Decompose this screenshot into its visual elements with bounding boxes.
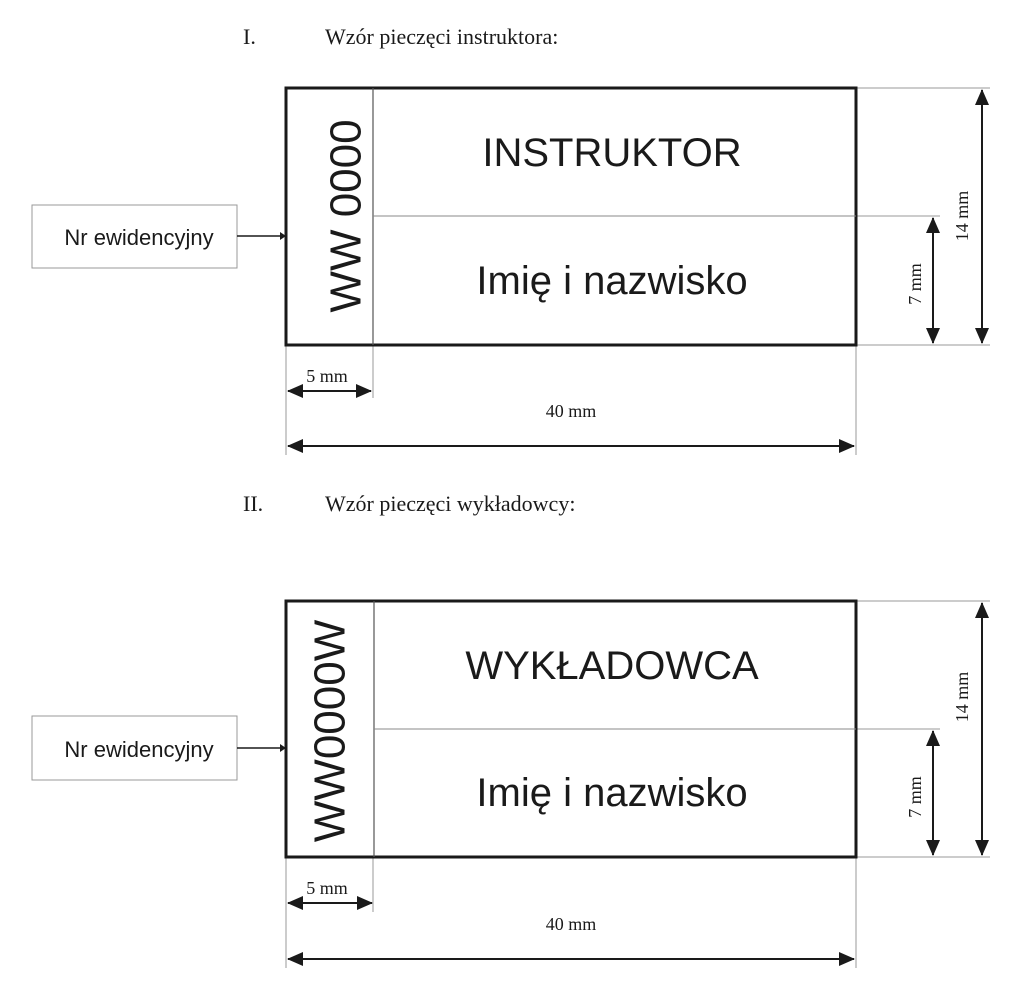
stamp-name-placeholder: Imię i nazwisko	[476, 259, 747, 303]
dimension-total-width: 40 mm	[287, 914, 855, 966]
section-heading: Wzór pieczęci instruktora:	[325, 24, 558, 49]
callout-label: Nr ewidencyjny	[64, 225, 213, 250]
stamp-name-placeholder: Imię i nazwisko	[476, 771, 747, 815]
stamp-title: WYKŁADOWCA	[465, 644, 759, 688]
dimension-label: 14 mm	[952, 672, 972, 723]
stamp-id-number: WW 0000	[322, 119, 371, 312]
dimension-id-width: 5 mm	[287, 366, 372, 398]
dimension-half-height: 7 mm	[905, 217, 940, 344]
dimension-label: 14 mm	[952, 191, 972, 242]
dimension-label: 5 mm	[306, 366, 348, 386]
section-numeral: I.	[243, 24, 256, 49]
stamp-title: INSTRUKTOR	[482, 131, 741, 175]
callout-label: Nr ewidencyjny	[64, 737, 213, 762]
section-heading: Wzór pieczęci wykładowcy:	[325, 491, 575, 516]
id-number-callout: Nr ewidencyjny	[31, 204, 286, 269]
dimension-total-height: 14 mm	[952, 602, 989, 856]
section-instructor: I. Wzór pieczęci instruktora: WW 0000 IN…	[31, 24, 990, 455]
dimension-label: 5 mm	[306, 878, 348, 898]
dimension-guides	[285, 600, 990, 968]
dimension-label: 7 mm	[905, 263, 925, 305]
stamp-id-number: WW0000W	[306, 619, 355, 842]
id-number-callout: Nr ewidencyjny	[31, 715, 286, 781]
dimension-total-width: 40 mm	[287, 401, 855, 453]
lecturer-stamp: WW0000W WYKŁADOWCA Imię i nazwisko	[284, 599, 858, 859]
section-lecturer: II. Wzór pieczęci wykładowcy: WW0000W WY…	[31, 491, 990, 968]
dimension-total-height: 14 mm	[952, 89, 989, 344]
dimension-label: 40 mm	[546, 914, 597, 934]
dimension-id-width: 5 mm	[287, 878, 373, 910]
section-numeral: II.	[243, 491, 263, 516]
callout-box	[31, 204, 238, 269]
dimension-guides	[285, 87, 990, 455]
instructor-stamp: WW 0000 INSTRUKTOR Imię i nazwisko	[284, 86, 858, 347]
callout-box	[31, 715, 238, 781]
dimension-label: 40 mm	[546, 401, 597, 421]
dimension-half-height: 7 mm	[905, 730, 940, 856]
dimension-label: 7 mm	[905, 776, 925, 818]
